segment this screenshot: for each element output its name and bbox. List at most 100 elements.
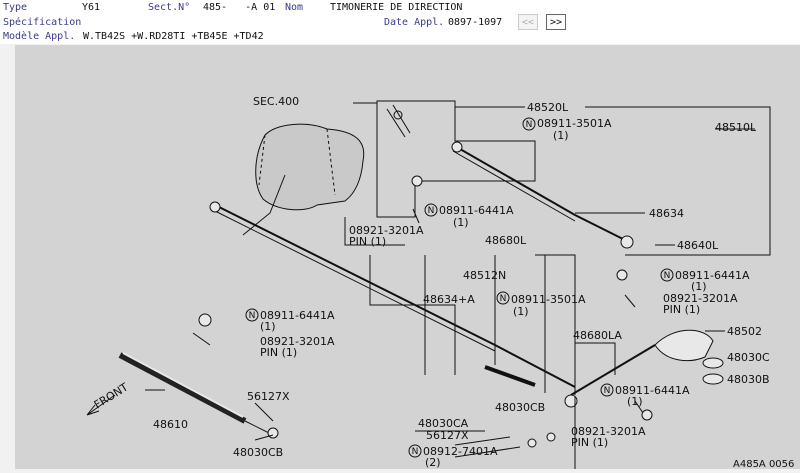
label-08911-6441a-d: 08911-6441A — [615, 384, 690, 397]
label-sec400: SEC.400 — [253, 95, 299, 108]
box-hidden-edge — [258, 128, 336, 196]
n-letter-top: N — [526, 120, 533, 130]
bolt-lower — [546, 432, 556, 442]
next-button[interactable]: >> — [546, 14, 566, 30]
n-letter-a: N — [428, 206, 435, 216]
label-08921-3201a-d: 08921-3201A — [571, 425, 646, 438]
label-56127x-a: 56127X — [247, 390, 290, 403]
n-marker-a — [424, 203, 438, 217]
ball-joint-48680la — [564, 394, 578, 408]
label-48502: 48502 — [727, 325, 762, 338]
tie-rod-end-top — [451, 141, 463, 153]
qty-c: (1) — [260, 320, 276, 333]
n-marker-d — [600, 383, 614, 397]
leader-damper-parts — [254, 402, 274, 441]
label-48030b: 48030B — [727, 373, 770, 386]
label-48680l: 48680L — [485, 234, 527, 247]
type-label: Type — [3, 2, 28, 13]
n-letter-d: N — [604, 386, 611, 396]
label-08911-6441a-b: 08911-6441A — [675, 269, 750, 282]
label-48634: 48634 — [649, 207, 684, 220]
ball-joint-left — [209, 201, 221, 213]
nut-right — [616, 269, 628, 281]
n-letter-mid: N — [500, 294, 507, 304]
pitman-arm-link — [242, 174, 286, 236]
washer-48030b — [702, 373, 724, 385]
tie-rod-end-right — [620, 235, 634, 249]
type-value: Y61 — [82, 2, 101, 13]
label-08911-3501a-mid: 08911-3501A — [511, 293, 586, 306]
nut-upper — [411, 175, 423, 187]
pin-b: PIN (1) — [663, 303, 700, 316]
nom-value: TIMONERIE DE DIRECTION — [330, 2, 463, 13]
n-letter-e: N — [412, 447, 419, 457]
cotter-pins — [192, 208, 644, 414]
previous-button[interactable]: << — [518, 14, 538, 30]
washer-48030c — [702, 357, 724, 369]
label-08911-3501a-top: 08911-3501A — [537, 117, 612, 130]
idler-arm-bracket — [654, 329, 714, 362]
n-marker-mid — [496, 291, 510, 305]
callout-pin-a — [344, 217, 405, 246]
nut-left — [198, 313, 212, 327]
label-48030cb-a: 48030CB — [233, 446, 283, 459]
nut-lower — [527, 438, 537, 448]
n-letter-b: N — [664, 271, 671, 281]
label-56127x-b: 56127X — [426, 429, 469, 442]
front-arrow — [86, 394, 116, 416]
n-letter-c: N — [249, 311, 256, 321]
relay-rod-edge — [214, 210, 496, 352]
steering-damper — [118, 352, 247, 424]
tie-rod-upper-edge — [452, 150, 576, 222]
label-08921-3201a-a: 08921-3201A — [349, 224, 424, 237]
label-08911-6441a-c: 08911-6441A — [260, 309, 335, 322]
upper-joint-ball — [393, 110, 403, 120]
callout-box-upper — [376, 100, 536, 218]
idler-arm — [570, 344, 656, 396]
label-48030c: 48030C — [727, 351, 770, 364]
steering-linkage-diagram: N N N N N N N SEC.400 48520L 48510L 0891… — [86, 95, 794, 470]
pin-d: PIN (1) — [571, 436, 608, 449]
label-front: FRONT — [92, 380, 131, 411]
label-08921-3201a-b: 08921-3201A — [663, 292, 738, 305]
spec-label: Spécification — [3, 17, 82, 28]
upper-joint-stud — [386, 104, 411, 138]
label-48634a: 48634+A — [423, 293, 475, 306]
label-48640l: 48640L — [677, 239, 719, 252]
leader-48680l-group — [369, 254, 576, 395]
sect-value: 485- -A 01 — [203, 2, 276, 13]
sect-label: Sect.N° — [148, 2, 191, 13]
tie-rod-upper — [452, 144, 626, 241]
label-08911-6441a-a: 08911-6441A — [439, 204, 514, 217]
steering-gear-box — [255, 123, 365, 211]
date-label: Date Appl. — [384, 17, 445, 28]
nut-lower-right — [641, 409, 653, 421]
label-48610: 48610 — [153, 418, 188, 431]
label-48680la: 48680LA — [573, 329, 622, 342]
label-48512n: 48512N — [463, 269, 506, 282]
n-marker-c — [245, 308, 259, 322]
pin-c: PIN (1) — [260, 346, 297, 359]
n-marker-top — [522, 117, 536, 131]
pin-a: PIN (1) — [349, 235, 386, 248]
qty-2: (2) — [425, 456, 441, 469]
qty-a: (1) — [453, 216, 469, 229]
header-panel: Type Y61 Sect.N° 485- -A 01 Nom TIMONERI… — [0, 0, 800, 44]
parts-diagram: N N N N N N N SEC.400 48520L 48510L 0891… — [15, 45, 800, 470]
label-48030ca: 48030CA — [418, 417, 469, 430]
modele-value: W.TB42S +W.RD28TI +TB45E +TD42 — [83, 31, 264, 42]
n-marker-b — [660, 268, 674, 282]
label-08912-7401a: 08912-7401A — [423, 445, 498, 458]
modele-label: Modèle Appl. — [3, 31, 76, 42]
leader-48520l-48640l — [455, 106, 771, 256]
leader-lower-parts — [415, 430, 521, 458]
qty-top: (1) — [553, 129, 569, 142]
date-value: 0897-1097 — [448, 17, 503, 28]
qty-d: (1) — [627, 395, 643, 408]
label-48510l: 48510L — [715, 121, 757, 134]
qty-b: (1) — [691, 280, 707, 293]
nom-label: Nom — [285, 2, 304, 13]
label-48520l: 48520L — [527, 101, 569, 114]
reference-code: A485A 0056 — [733, 459, 794, 469]
qty-mid: (1) — [513, 305, 529, 318]
